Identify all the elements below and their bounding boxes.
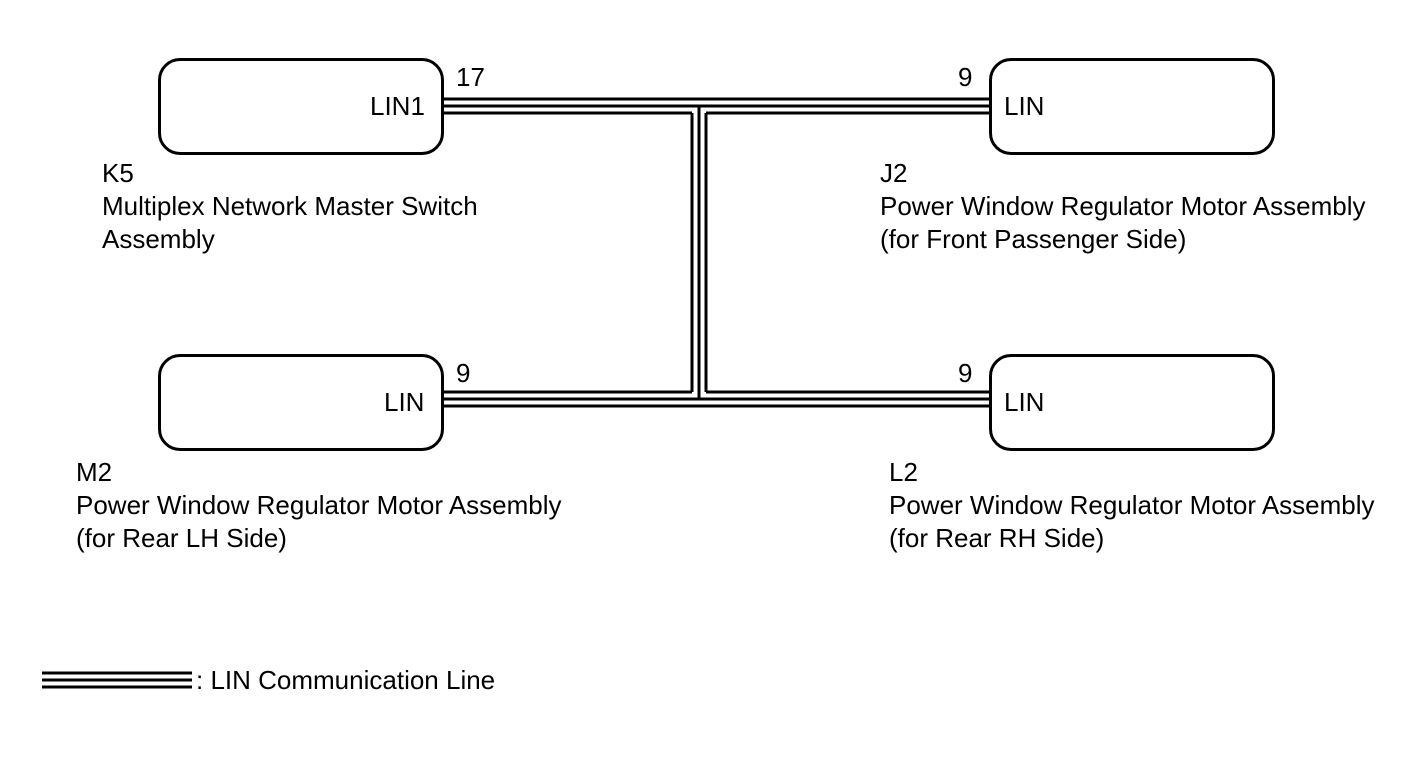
m2-name-line2: (for Rear LH Side): [76, 523, 287, 553]
component-m2-box: [158, 354, 444, 451]
lin-line-top: [444, 97, 990, 115]
m2-name-line1: Power Window Regulator Motor Assembly: [76, 490, 562, 520]
lin-line-trunk: [690, 106, 708, 399]
component-l2-box: [989, 354, 1275, 451]
k5-name-line1: Multiplex Network Master Switch: [102, 191, 478, 221]
lin-line-bottom: [444, 390, 990, 408]
k5-name-line2: Assembly: [102, 224, 215, 254]
m2-caption: M2 Power Window Regulator Motor Assembly…: [76, 456, 562, 555]
j2-code: J2: [880, 158, 908, 188]
l2-pin-label: LIN: [1004, 387, 1045, 417]
j2-caption: J2 Power Window Regulator Motor Assembly…: [880, 157, 1366, 256]
k5-pin-number: 17: [456, 62, 485, 92]
legend-label: : LIN Communication Line: [196, 665, 496, 695]
component-j2-box: [989, 58, 1275, 155]
m2-pin-number: 9: [456, 358, 471, 388]
j2-pin-number: 9: [958, 62, 973, 92]
j2-name-line2: (for Front Passenger Side): [880, 224, 1187, 254]
m2-code: M2: [76, 457, 113, 487]
m2-pin-label: LIN: [384, 387, 425, 417]
j2-pin-label: LIN: [1004, 91, 1045, 121]
k5-code: K5: [102, 158, 134, 188]
j2-name-line1: Power Window Regulator Motor Assembly: [880, 191, 1366, 221]
k5-caption: K5 Multiplex Network Master Switch Assem…: [102, 157, 478, 256]
l2-name-line1: Power Window Regulator Motor Assembly: [889, 490, 1375, 520]
l2-pin-number: 9: [958, 358, 973, 388]
l2-caption: L2 Power Window Regulator Motor Assembly…: [889, 456, 1375, 555]
component-k5-box: [158, 58, 444, 155]
l2-name-line2: (for Rear RH Side): [889, 523, 1105, 553]
legend-line-sample: [42, 671, 192, 689]
k5-pin-label: LIN1: [370, 91, 425, 121]
l2-code: L2: [889, 457, 918, 487]
